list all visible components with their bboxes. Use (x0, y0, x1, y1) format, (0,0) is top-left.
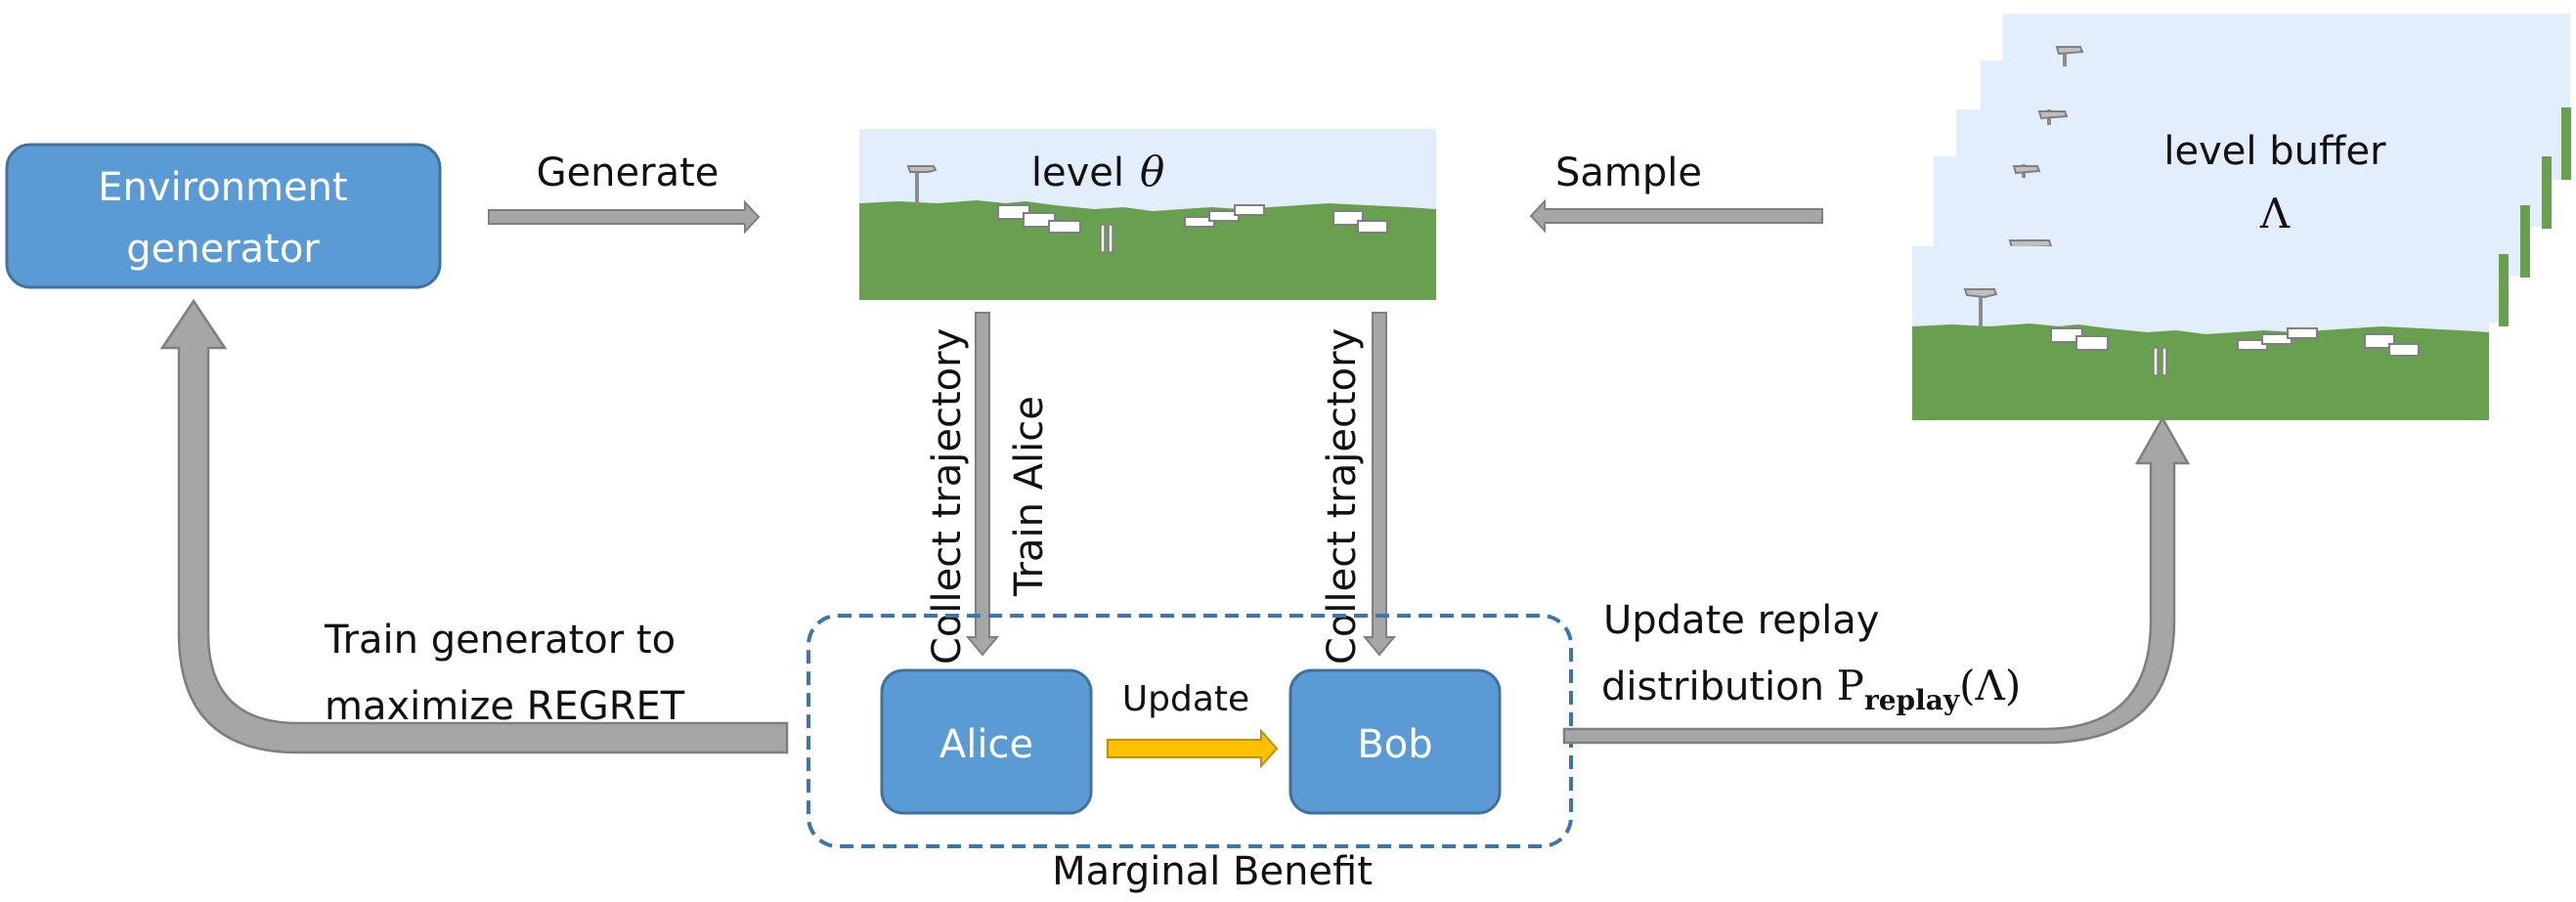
collect-trajectory-left-label: Collect trajectory (925, 328, 970, 665)
train-alice-label: Train Alice (1007, 396, 1052, 597)
collect-trajectory-alice-arrow (965, 312, 1000, 657)
marginal-benefit-group (807, 614, 1573, 848)
train-generator-arrow (159, 298, 789, 754)
update-arrow: Update (1107, 679, 1279, 769)
level-buffer-symbol: Λ (2259, 190, 2291, 237)
update-replay-label-2: distribution Preplay(Λ) (1601, 662, 2021, 716)
alice-label: Alice (939, 722, 1033, 767)
replay-subscript: replay (1864, 684, 1960, 716)
level-buffer-label: level buffer (2163, 129, 2386, 174)
sample-arrow: Sample (1529, 150, 1823, 234)
level-theta-symbol: θ (1140, 148, 1164, 195)
bob-node: Bob (1288, 668, 1502, 815)
train-generator-label-1: Train generator to (324, 618, 676, 663)
marginal-benefit-label: Marginal Benefit (1052, 849, 1373, 894)
environment-generator-label-1: Environment (98, 165, 347, 210)
sample-label: Sample (1555, 150, 1702, 195)
p-symbol: P (1837, 662, 1864, 709)
level-theta-node: level θ (858, 128, 1437, 301)
update-replay-label-1: Update replay (1603, 598, 1879, 643)
bob-label: Bob (1357, 722, 1432, 767)
update-replay-prefix: distribution (1601, 665, 1837, 709)
alice-node: Alice (880, 668, 1093, 815)
environment-generator-label-2: generator (126, 227, 320, 272)
generate-arrow: Generate (488, 150, 761, 235)
update-replay-arrow (1562, 415, 2191, 745)
update-label: Update (1122, 679, 1249, 719)
level-buffer-node: level buffer Λ (1912, 14, 2571, 420)
environment-generator-node: Environment generator (5, 143, 442, 289)
collect-trajectory-right-label: Collect trajectory (1320, 328, 1365, 665)
level-label: level (1031, 150, 1124, 195)
generate-label: Generate (537, 150, 720, 195)
collect-trajectory-bob-arrow (1362, 312, 1397, 657)
train-generator-label-2: maximize REGRET (325, 684, 685, 729)
lambda-argument: (Λ) (1959, 662, 2021, 709)
